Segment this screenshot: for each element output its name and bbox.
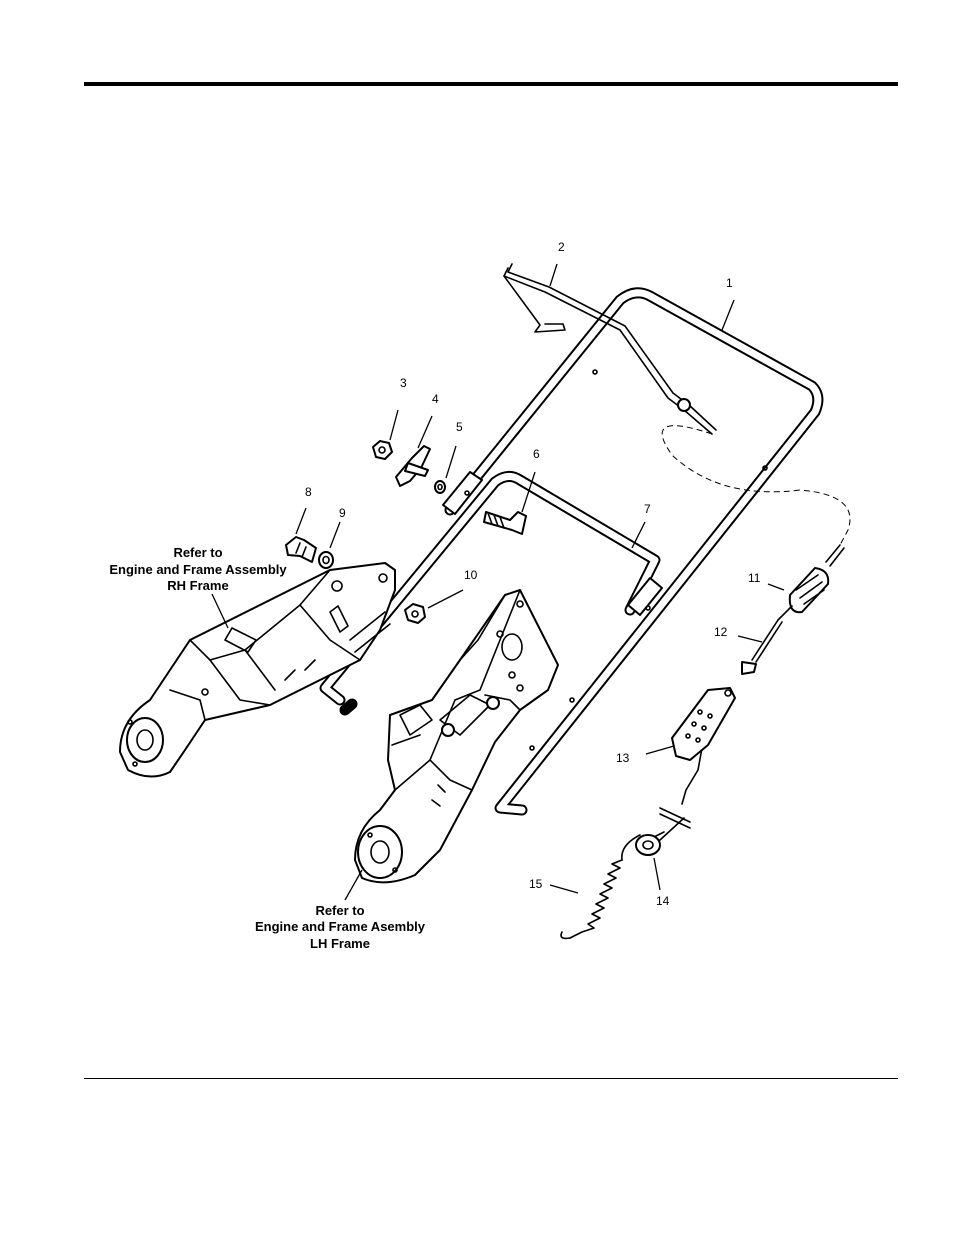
hex-nut-10 bbox=[405, 604, 425, 623]
carriage-bolt-6 bbox=[484, 512, 526, 534]
rh-ref-line-3: RH Frame bbox=[167, 578, 228, 593]
callout-3: 3 bbox=[400, 376, 407, 390]
lh-frame-reference: Refer to Engine and Frame Asembly LH Fra… bbox=[255, 903, 426, 951]
rh-ref-line-2: Engine and Frame Assembly bbox=[109, 562, 287, 577]
callout-5: 5 bbox=[456, 420, 463, 434]
grip-11 bbox=[778, 568, 828, 620]
callout-14: 14 bbox=[656, 894, 670, 908]
lh-ref-line-1: Refer to bbox=[315, 903, 364, 918]
callout-6: 6 bbox=[533, 447, 540, 461]
bottom-rule bbox=[84, 1078, 898, 1079]
washer-9 bbox=[319, 552, 333, 568]
bracket-13 bbox=[672, 688, 735, 760]
callout-2: 2 bbox=[558, 240, 565, 254]
cable-end-12 bbox=[742, 620, 782, 674]
bolt-8 bbox=[286, 537, 316, 562]
rh-frame bbox=[120, 563, 395, 777]
spring-15 bbox=[561, 835, 640, 938]
callout-7: 7 bbox=[644, 502, 651, 516]
lh-ref-line-2: Engine and Frame Asembly bbox=[255, 919, 426, 934]
callout-13: 13 bbox=[616, 751, 630, 765]
callout-4: 4 bbox=[432, 392, 439, 406]
washer-5 bbox=[435, 481, 445, 493]
wing-knob-4 bbox=[396, 446, 430, 486]
callout-12: 12 bbox=[714, 625, 728, 639]
callout-1: 1 bbox=[726, 276, 733, 290]
lh-ref-line-3: LH Frame bbox=[310, 936, 370, 951]
rh-frame-reference: Refer to Engine and Frame Assembly RH Fr… bbox=[109, 545, 287, 593]
callout-11: 11 bbox=[748, 571, 761, 585]
callout-15: 15 bbox=[529, 877, 543, 891]
rh-ref-line-1: Refer to bbox=[173, 545, 222, 560]
lh-frame bbox=[355, 590, 558, 882]
hex-nut-3 bbox=[373, 441, 392, 459]
callout-9: 9 bbox=[339, 506, 346, 520]
callout-10: 10 bbox=[464, 568, 478, 582]
callout-8: 8 bbox=[305, 485, 312, 499]
